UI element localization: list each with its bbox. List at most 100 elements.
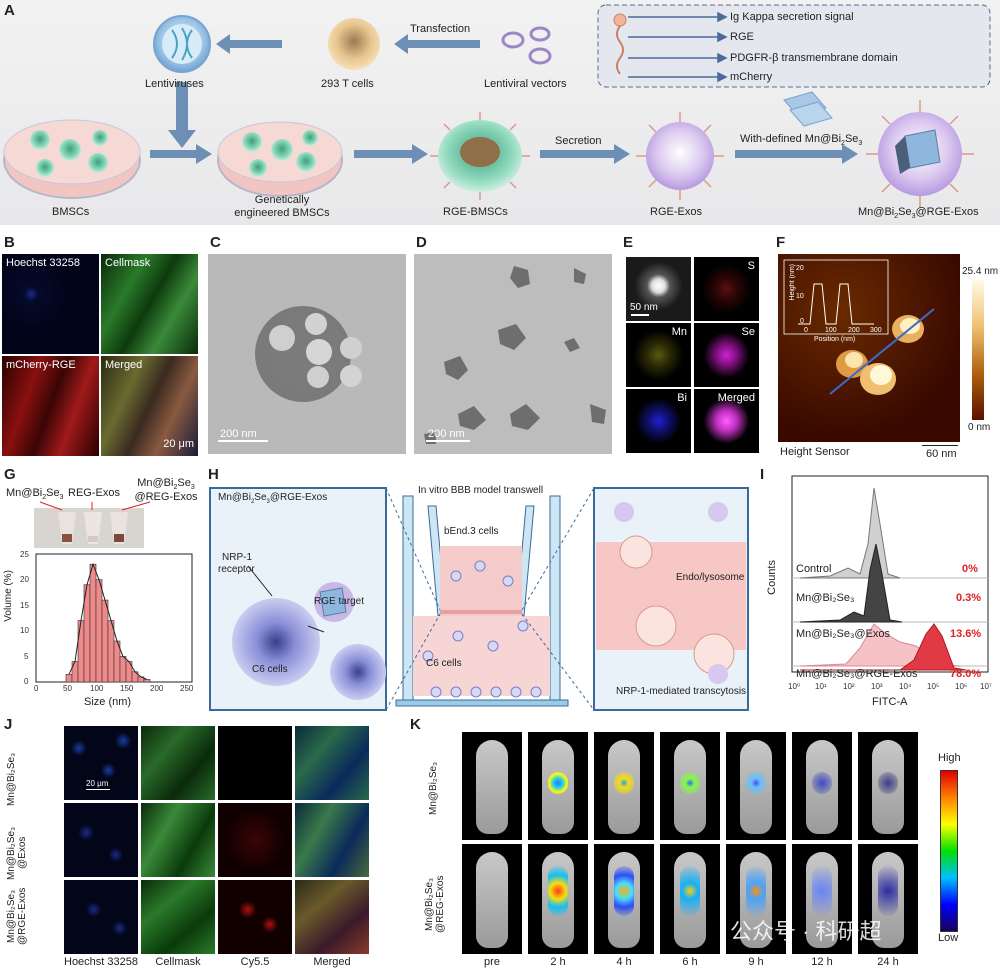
label-rge-bmscs: RGE-BMSCs (443, 206, 508, 218)
panel-label-i: I (760, 466, 765, 483)
i-xtick-6: 10⁶ (955, 682, 968, 691)
b-label-cellmask: Cellmask (105, 257, 151, 269)
g-bar (89, 563, 97, 683)
g-bar (77, 620, 85, 683)
k-row2-label: Mn@Bi₂Se₃@REG-Exos (424, 875, 446, 933)
label-293t: 293 T cells (321, 78, 374, 90)
b-label-merged: Merged (105, 359, 143, 371)
lentiviral-vectors-icon (501, 26, 552, 65)
f-inset-ylabel: Height (nm) (789, 264, 796, 301)
i-pct-exos: 13.6% (950, 628, 982, 640)
j-col-cy55: Cy5.5 (240, 956, 270, 968)
k-mouse-image (726, 732, 786, 840)
i-flow-histograms (791, 475, 989, 673)
k-mouse-image (462, 732, 522, 840)
h-c6-label: C6 cells (252, 664, 288, 675)
h-receptor-label: receptor (218, 564, 255, 575)
label-final-particle: Mn@Bi2Se3@RGE-Exos (858, 206, 979, 221)
k-row1-label: Mn@Bi₂Se₃ (428, 761, 439, 815)
f-height-sensor: Height Sensor (780, 446, 850, 458)
rge-exos-icon (636, 112, 724, 200)
panel-label-g: G (4, 466, 16, 483)
k-mouse-image (528, 844, 588, 954)
g-ytick-25: 25 (20, 550, 29, 559)
i-xtick-7: 10⁷ (980, 682, 992, 691)
f-inset-ytick-10: 10 (796, 293, 804, 300)
panel-label-h: H (208, 466, 219, 483)
g-ytick-5: 5 (24, 652, 29, 661)
b-label-hoechst: Hoechst 33258 (6, 257, 80, 269)
j-col-cellmask: Cellmask (155, 956, 201, 968)
k-colorbar (940, 770, 958, 932)
g-ytick-0: 0 (24, 677, 29, 686)
e-merged-map: Merged (694, 389, 759, 453)
i-pct-rge-exos: 78.0% (950, 668, 982, 680)
legend-rge: RGE (730, 31, 754, 43)
k-mouse-image (594, 844, 654, 954)
k-mouse-image (792, 844, 852, 954)
j-r3-hoechst (64, 880, 138, 954)
arrow-right-1 (150, 144, 212, 164)
j-scale-text: 20 μm (86, 779, 109, 788)
g-bar (95, 579, 103, 683)
j-r2-cy55 (218, 803, 292, 877)
arrow-down (168, 82, 196, 148)
g-ytick-20: 20 (20, 575, 29, 584)
k-mouse-image (462, 844, 522, 954)
i-xtick-3: 10³ (871, 682, 883, 691)
j-r2-merged (295, 803, 369, 877)
g-xtick-150: 150 (120, 684, 134, 693)
k-mouse-image (726, 844, 786, 954)
k-mouse-image (660, 844, 720, 954)
g-xtick-250: 250 (180, 684, 194, 693)
c-scale-text: 200 nm (220, 428, 257, 440)
cell-293t-icon (328, 18, 380, 70)
h-endo-label: Endo/lysosome (676, 572, 745, 583)
g-vial1-label: Mn@Bi2Se3 (6, 487, 64, 502)
panel-label-a: A (4, 2, 15, 19)
i-xtick-1: 10¹ (815, 682, 827, 691)
i-ylabel: Counts (766, 560, 778, 595)
legend-pdgfr: PDGFR-β transmembrane domain (730, 52, 898, 64)
h-rge-target-label: RGE target (314, 596, 365, 607)
e-mn-map: Mn (626, 323, 691, 387)
i-xtick-0: 10⁰ (788, 682, 801, 691)
petri-dish-engineered (217, 121, 343, 197)
i-xtick-5: 10⁵ (927, 682, 940, 691)
k-time-2h: 2 h (550, 956, 566, 968)
j-col-merged: Merged (313, 956, 351, 968)
g-ytick-15: 15 (20, 601, 29, 610)
panel-a-schematic (3, 4, 991, 208)
h-transwell-schematic (209, 487, 749, 711)
c-tem-image: 200 nm (208, 254, 406, 454)
legend-mcherry: mCherry (730, 71, 773, 83)
arrow-left-2 (394, 34, 480, 54)
k-mouse-image (660, 732, 720, 840)
g-bar (101, 599, 109, 683)
label-with-defined: With-defined Mn@Bi2Se3 (740, 133, 863, 148)
g-size-histogram (35, 553, 193, 683)
label-lentiviruses: Lentiviruses (145, 78, 204, 90)
f-inset-xtick-300: 300 (870, 327, 882, 334)
d-tem-image: 200 nm (414, 254, 612, 454)
f-colorbar-max: 25.4 nm (962, 266, 999, 277)
label-transfection: Transfection (410, 23, 471, 35)
k-mouse-image (792, 732, 852, 840)
g-xlabel: Size (nm) (84, 696, 132, 708)
e-label-s: S (747, 260, 755, 272)
k-time-24h: 24 h (877, 956, 899, 968)
g-bar (119, 656, 127, 683)
h-transcytosis-label: NRP-1-mediated transcytosis (616, 686, 747, 697)
nanosheet-icon (783, 91, 833, 127)
e-label-bi: Bi (677, 392, 687, 404)
f-inset-ytick-0: 0 (800, 318, 804, 325)
arrow-right-3 (540, 144, 630, 164)
e-label-merged: Merged (717, 392, 755, 404)
f-scale-bar (922, 445, 958, 446)
d-scale-text: 200 nm (428, 428, 465, 440)
g-bar (143, 679, 151, 683)
k-scale-low: Low (938, 932, 959, 944)
i-xlabel: FITC-A (872, 696, 908, 708)
b-hoechst-image: Hoechst 33258 (2, 254, 99, 354)
k-time-4h: 4 h (616, 956, 632, 968)
